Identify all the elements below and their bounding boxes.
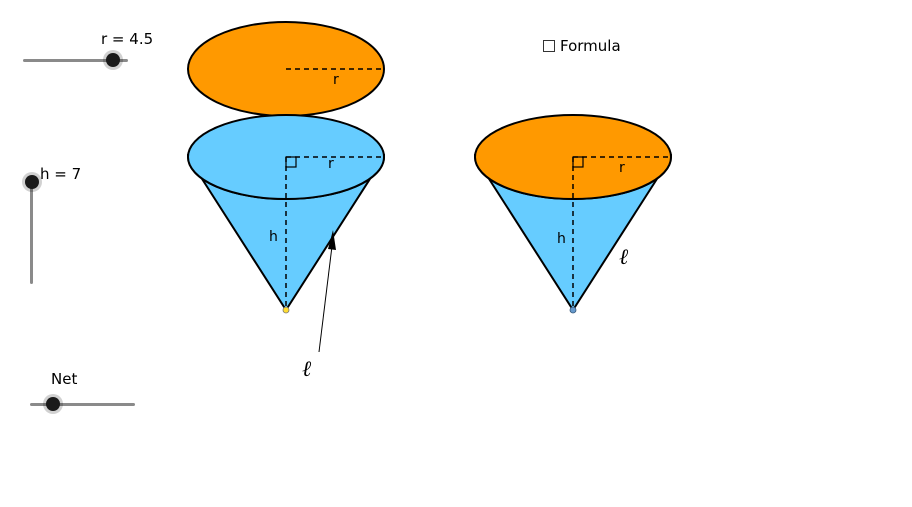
left-cone-apex-point[interactable] xyxy=(282,306,290,314)
net-slider-label: Net xyxy=(51,370,78,388)
left-cone-right-angle-marker xyxy=(285,156,297,168)
right-cone-radius-label: r xyxy=(619,160,625,176)
left-cone-radius-label: r xyxy=(328,156,334,172)
formula-checkbox-label[interactable]: Formula xyxy=(560,37,621,55)
radius-slider-handle[interactable] xyxy=(106,53,120,67)
right-cone-right-angle-marker xyxy=(572,156,584,168)
radius-slider-track[interactable] xyxy=(23,59,128,62)
slant-pointer-line xyxy=(318,237,334,353)
right-cone-height-label: h xyxy=(557,231,566,247)
height-slider-label: h = 7 xyxy=(40,165,82,183)
left-slant-label: ℓ xyxy=(302,357,312,382)
height-slider-track[interactable] xyxy=(30,180,33,284)
net-slider-track[interactable] xyxy=(30,403,135,406)
net-slider-handle[interactable] xyxy=(46,397,60,411)
radius-slider-label: r = 4.5 xyxy=(101,30,154,48)
height-slider-handle[interactable] xyxy=(25,175,39,189)
right-slant-label: ℓ xyxy=(619,245,629,270)
slant-pointer-arrowhead xyxy=(328,230,336,250)
right-cone-apex-point[interactable] xyxy=(569,306,577,314)
left-cone-height-label: h xyxy=(269,229,278,245)
formula-checkbox[interactable] xyxy=(543,40,555,52)
top-disc-radius-label: r xyxy=(333,72,339,88)
